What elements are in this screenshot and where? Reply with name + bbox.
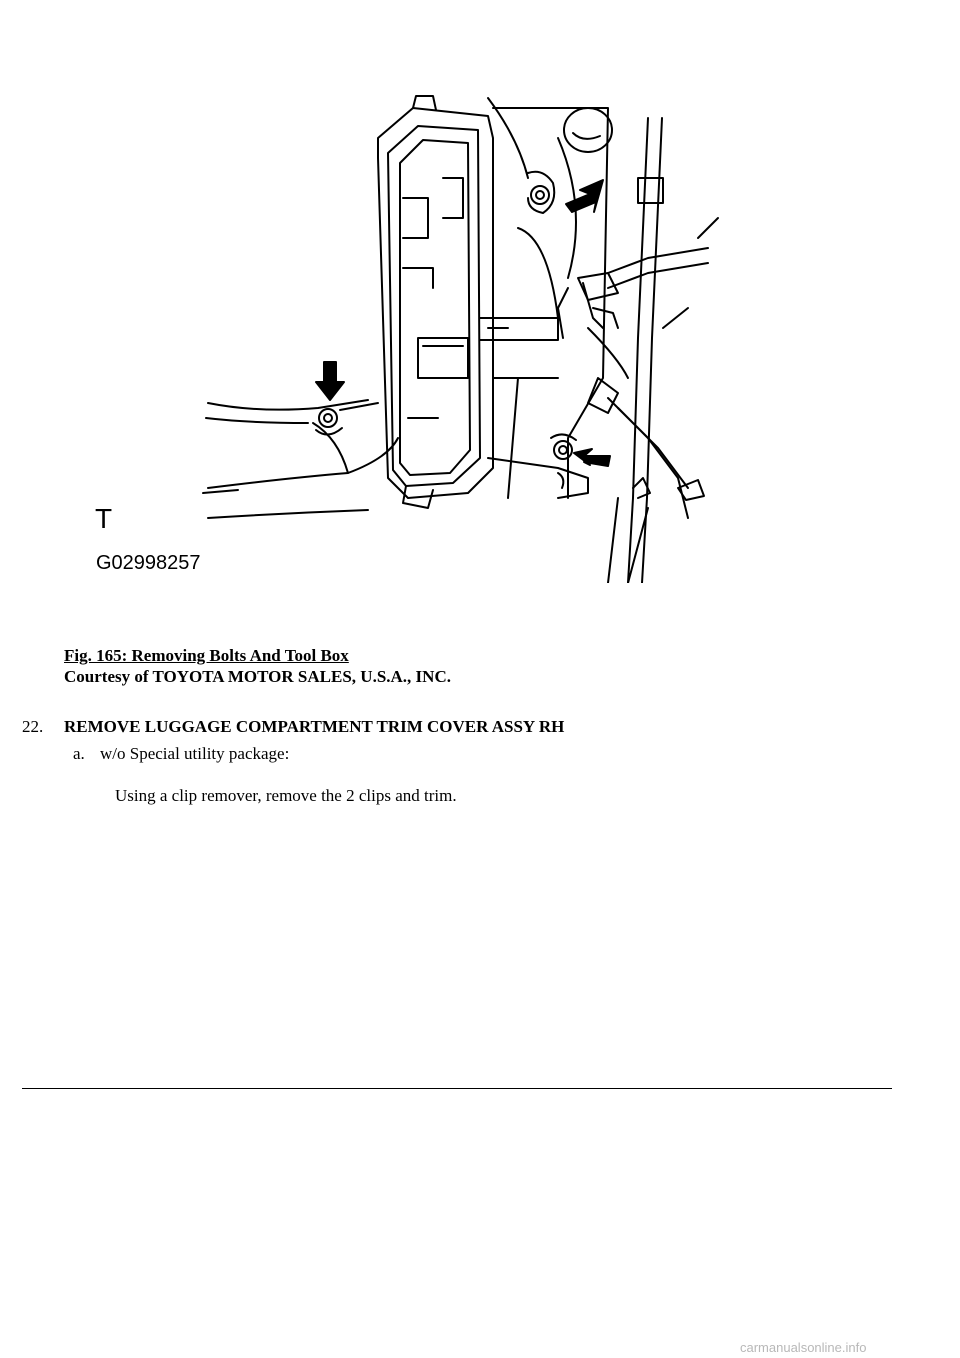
figure-label: T xyxy=(95,503,113,534)
substep-letter: a. xyxy=(73,744,85,763)
page-divider xyxy=(22,1088,892,1089)
instruction-text: Using a clip remover, remove the 2 clips… xyxy=(115,786,457,805)
step-title: REMOVE LUGGAGE COMPARTMENT TRIM COVER AS… xyxy=(64,717,565,736)
substep-text: w/o Special utility package: xyxy=(100,744,290,763)
figure-caption: Fig. 165: Removing Bolts And Tool Box Co… xyxy=(64,645,451,687)
step-number: 22. xyxy=(22,717,44,736)
figure-code: G02998257 xyxy=(96,552,201,574)
figure-illustration xyxy=(88,78,728,583)
procedure-step: 22. REMOVE LUGGAGE COMPARTMENT TRIM COVER… xyxy=(22,716,564,737)
figure-courtesy: Courtesy of TOYOTA MOTOR SALES, U.S.A., … xyxy=(64,667,451,686)
procedure-substep: a. w/o Special utility package: xyxy=(73,743,289,764)
watermark: carmanualsonline.info xyxy=(740,1340,867,1355)
tool-box-illustration xyxy=(202,95,719,583)
figure-title-link[interactable]: Fig. 165: Removing Bolts And Tool Box xyxy=(64,646,349,665)
